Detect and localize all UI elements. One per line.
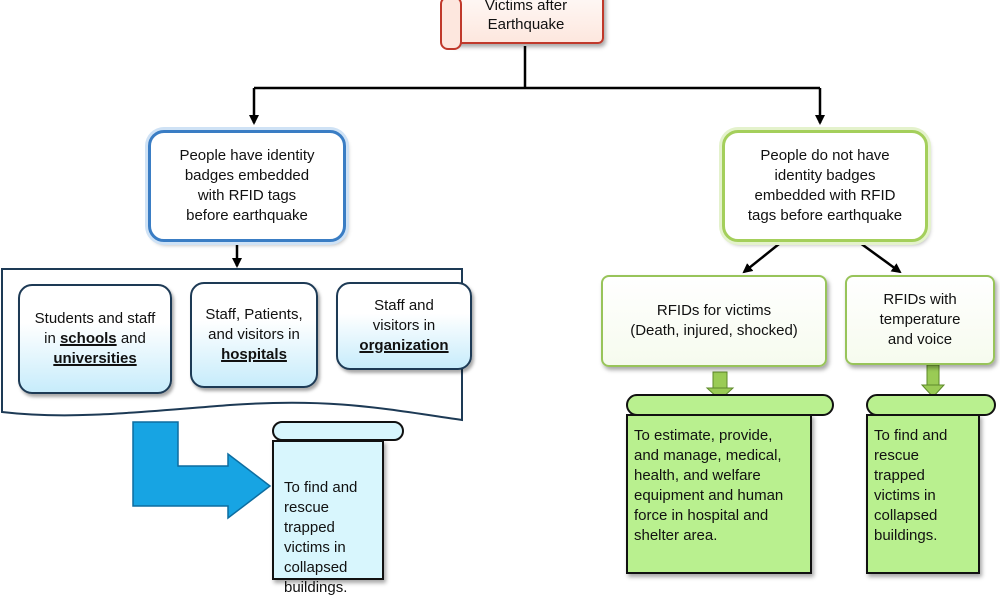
universities-bold: universities <box>53 350 137 367</box>
scroll-curl <box>440 0 462 50</box>
note-right-rescue: To find and rescue trapped victims in co… <box>866 414 980 574</box>
card-schools-line2: in schools and <box>44 330 146 347</box>
card-hospitals-line1: Staff, Patients, <box>205 306 303 323</box>
green-down-arrows <box>705 364 946 401</box>
card-hospitals: Staff, Patients, and visitors in hospita… <box>190 282 318 388</box>
schools-bold: schools <box>59 330 117 347</box>
scroll-roll-medical <box>626 394 834 416</box>
note-medical: To estimate, provide, and manage, medica… <box>626 414 812 574</box>
node-victims-after-earthquake: Victims after Earthquake <box>448 0 604 44</box>
tree-connector <box>232 46 902 274</box>
card-hospitals-line2: and visitors in <box>208 326 300 343</box>
card-schools-line1: Students and staff <box>34 310 156 327</box>
blue-elbow-arrow <box>132 421 272 520</box>
card-schools: Students and staff in schools and univer… <box>18 284 172 394</box>
node-without-badges: People do not have identity badges embed… <box>722 130 928 242</box>
node-rfid-victims: RFIDs for victims (Death, injured, shock… <box>601 275 827 367</box>
card-organization-line1: Staff and <box>374 297 434 314</box>
node-rfid-sensor: RFIDs with temperature and voice <box>845 275 995 365</box>
card-organization-line2: visitors in <box>372 317 436 334</box>
hospitals-bold: hospitals <box>221 346 287 363</box>
card-organization: Staff and visitors in organization <box>336 282 472 370</box>
note-left-rescue: To find and rescue trapped victims in co… <box>272 440 384 596</box>
scroll-roll-left <box>272 421 404 441</box>
node-with-badges: People have identity badges embedded wit… <box>148 130 346 242</box>
scroll-roll-right <box>866 394 996 416</box>
organization-bold: organization <box>359 337 449 354</box>
